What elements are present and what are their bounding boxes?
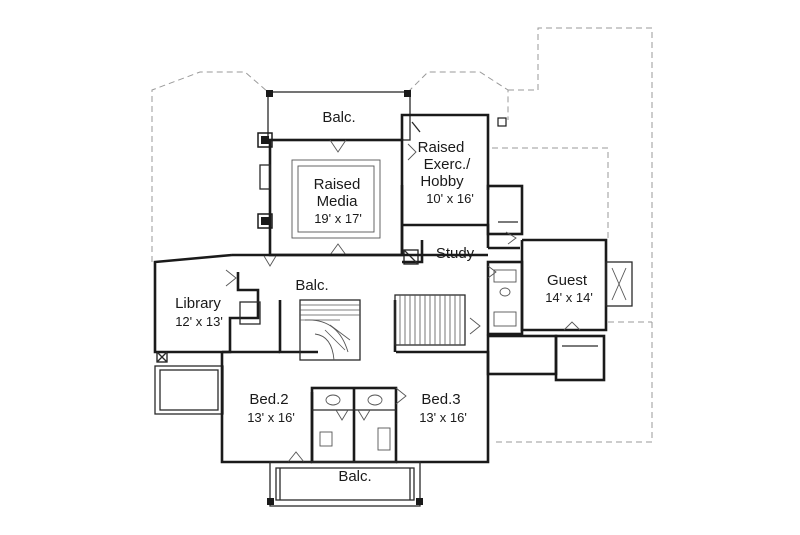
central-hall xyxy=(232,246,520,354)
bed-3-dims: 13' x 16' xyxy=(419,410,467,425)
raised-exerc-label-line1: Raised xyxy=(418,139,465,156)
bed-3-label: Bed.3 xyxy=(421,391,460,408)
bed-3-room xyxy=(395,350,490,464)
guest-label: Guest xyxy=(547,272,588,289)
guest-bath xyxy=(486,260,524,336)
raised-exerc-label-line3: Hobby xyxy=(420,173,464,190)
stair-straight xyxy=(394,294,466,346)
raised-exerc-dims: 10' x 16' xyxy=(426,191,474,206)
stair-curved xyxy=(299,299,361,361)
door-swings xyxy=(225,143,517,335)
library-room xyxy=(153,253,261,363)
lower-level-outline xyxy=(151,27,653,443)
raised-exerc-room xyxy=(400,113,507,255)
balc-top-label: Balc. xyxy=(322,109,355,126)
guest-dims: 14' x 14' xyxy=(545,290,593,305)
library-label: Library xyxy=(175,295,221,312)
bottom-balcony xyxy=(267,461,423,507)
central-baths xyxy=(310,386,398,464)
raised-exerc-label-line2: Exerc./ xyxy=(424,156,472,173)
right-lower-closets xyxy=(486,334,606,382)
bed-2-dims: 13' x 16' xyxy=(247,410,295,425)
bed-2-label: Bed.2 xyxy=(249,391,288,408)
study-label: Study xyxy=(436,245,475,262)
raised-media-label-line1: Raised xyxy=(314,176,361,193)
raised-media-dims: 19' x 17' xyxy=(314,211,362,226)
left-lower-patio xyxy=(154,365,224,415)
library-dims: 12' x 13' xyxy=(175,314,223,329)
closet-right xyxy=(486,184,524,236)
balc-bottom-label: Balc. xyxy=(338,468,371,485)
balc-middle-label: Balc. xyxy=(295,277,328,294)
raised-media-label-line2: Media xyxy=(317,193,359,210)
